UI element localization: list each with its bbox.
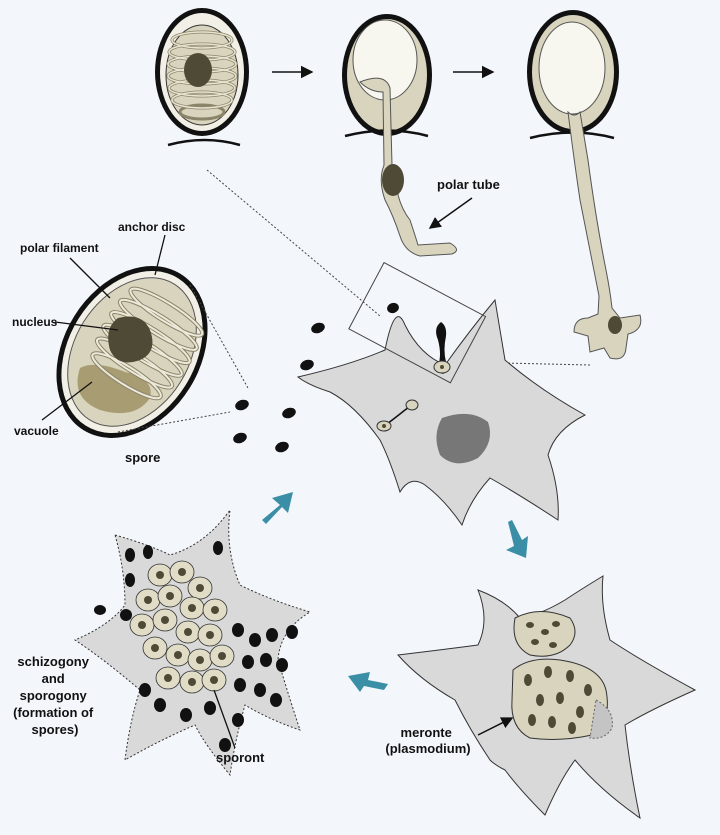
cycle-arrow-to-host (262, 492, 293, 524)
meronte-host-cell (396, 575, 697, 820)
label-polar-tube: polar tube (437, 177, 500, 192)
germination-stage-2-extrusion (342, 14, 457, 257)
label-leaders (41, 234, 236, 749)
sporogony-host-cell (73, 509, 312, 777)
label-anchor-disc: anchor disc (118, 220, 186, 234)
spore-detail (56, 266, 208, 438)
infected-host-cell (296, 261, 587, 527)
label-polar-filament: polar filament (20, 241, 99, 255)
cycle-arrow-to-meronte (506, 520, 528, 558)
cycle-arrows (262, 492, 528, 692)
label-sporont: sporont (216, 750, 265, 765)
label-nucleus: nucleus (12, 315, 58, 329)
polar-tube-leader (428, 197, 473, 229)
label-spore: spore (125, 450, 160, 465)
label-meronte: meronte (plasmodium) (385, 725, 470, 756)
germination-stage-1-spore (155, 8, 249, 147)
free-spores (233, 302, 399, 453)
label-schizogony-sporogony: schizogony and sporogony (formation of s… (13, 654, 97, 737)
germination-stage-3-sporoplasm (527, 10, 642, 360)
cycle-arrow-to-sporogony (348, 672, 388, 692)
label-vacuole: vacuole (14, 424, 59, 438)
meronte-leader (477, 717, 514, 736)
